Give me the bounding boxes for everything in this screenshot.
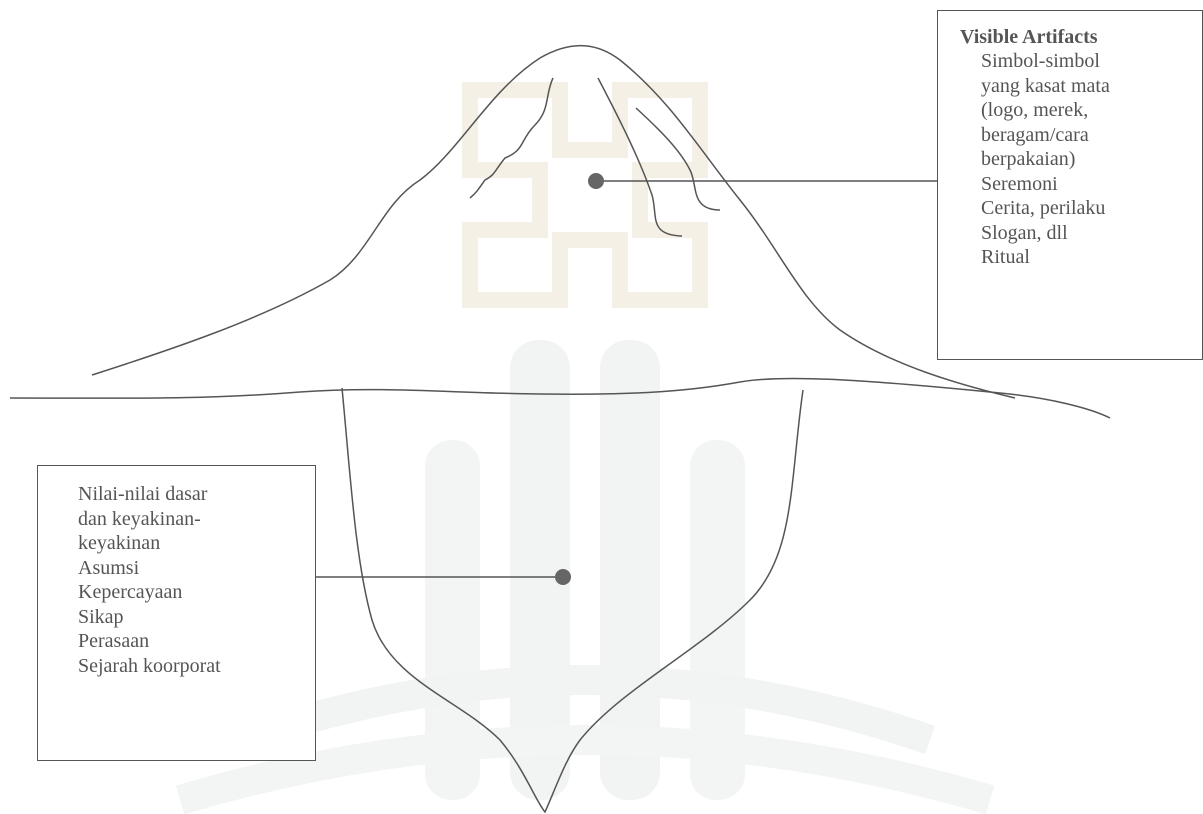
watermark-ornament	[470, 90, 700, 300]
values-item: Sejarah koorporat	[78, 654, 315, 679]
values-item: dan keyakinan-	[78, 507, 315, 532]
values-item: Nilai-nilai dasar	[78, 482, 315, 507]
values-item: Kepercayaan	[78, 580, 315, 605]
artifacts-list: Simbol-simbol yang kasat mata (logo, mer…	[960, 49, 1202, 270]
artifacts-connector-dot	[588, 173, 604, 189]
artifacts-item: Cerita, perilaku	[981, 196, 1202, 221]
values-item: Asumsi	[78, 556, 315, 581]
artifacts-item: Simbol-simbol	[981, 49, 1202, 74]
artifacts-heading: Visible Artifacts	[960, 25, 1202, 49]
artifacts-item: Slogan, dll	[981, 221, 1202, 246]
values-item: keyakinan	[78, 531, 315, 556]
values-connector-dot	[555, 569, 571, 585]
values-item: Perasaan	[78, 629, 315, 654]
artifacts-item: beragam/cara	[981, 123, 1202, 148]
artifacts-item: berpakaian)	[981, 147, 1202, 172]
artifacts-item: (logo, merek,	[981, 98, 1202, 123]
values-list: Nilai-nilai dasar dan keyakinan- keyakin…	[78, 482, 315, 678]
artifacts-item: yang kasat mata	[981, 74, 1202, 99]
artifacts-item: Seremoni	[981, 172, 1202, 197]
artifacts-item: Ritual	[981, 245, 1202, 270]
underlying-values-box: Nilai-nilai dasar dan keyakinan- keyakin…	[37, 465, 316, 761]
visible-artifacts-box: Visible Artifacts Simbol-simbol yang kas…	[937, 10, 1203, 360]
values-item: Sikap	[78, 605, 315, 630]
